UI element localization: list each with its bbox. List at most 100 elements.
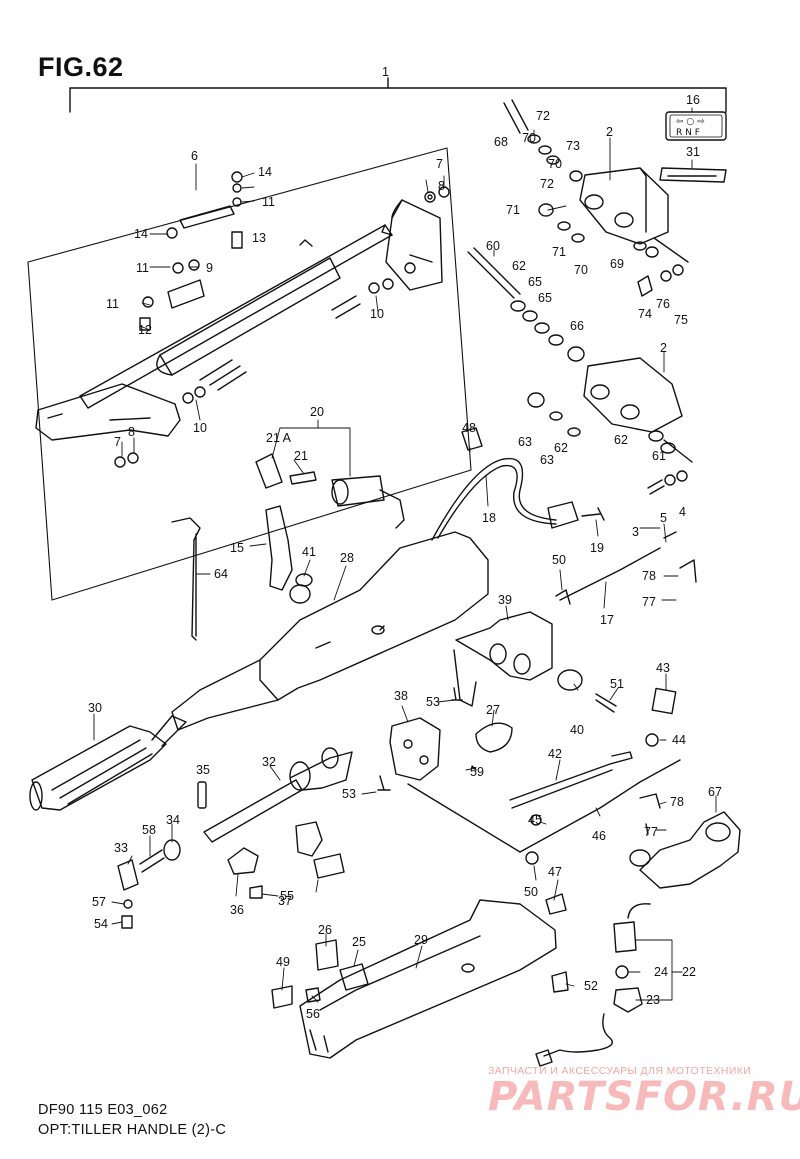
callout-77: 77 [644,825,658,839]
callout-56: 56 [306,1007,320,1021]
callout-77: 77 [642,595,656,609]
ignition-switch [255,453,405,529]
throttle-shaft [117,747,353,929]
lower-handle-bracket [271,899,569,1059]
callout-38: 38 [394,689,408,703]
callout-11: 11 [262,195,275,209]
callout-labels: 1223456778891010111111121314141516171819… [88,65,722,1021]
lower-bracket [467,247,693,495]
callout-70: 70 [574,263,588,277]
callout-57: 57 [92,895,106,909]
callout-7: 7 [436,157,443,171]
callout-7: 7 [114,435,121,449]
callout-70: 70 [522,131,536,145]
throttle-cable [431,427,605,541]
shift-label-letters: R N F [676,128,700,138]
callout-76: 76 [656,297,670,311]
callout-22: 22 [682,965,696,979]
callout-17: 17 [600,613,614,627]
callout-36: 36 [230,903,244,917]
decal-strip [659,167,727,183]
callout-13: 13 [252,231,266,245]
callout-50: 50 [524,885,538,899]
callout-61: 61 [652,449,666,463]
callout-78: 78 [642,569,656,583]
callout-14: 14 [134,227,148,241]
callout-10: 10 [193,421,207,435]
callout-8: 8 [128,425,135,439]
callout-2: 2 [606,125,613,139]
callout-9: 9 [206,261,213,275]
callout-28: 28 [340,551,354,565]
callout-15: 15 [230,541,244,555]
callout-5: 5 [660,511,667,525]
callout-42: 42 [548,747,562,761]
callout-26: 26 [318,923,332,937]
callout-62: 62 [614,433,628,447]
callout-37: 37 [278,894,292,908]
callout-55: 55 [280,889,294,903]
callout-11: 11 [106,297,119,311]
callout-67: 67 [708,785,722,799]
callout-10: 10 [370,307,384,321]
callout-71: 71 [552,245,566,259]
callout-18: 18 [482,511,496,525]
callout-63: 63 [518,435,532,449]
misc-hardware [451,669,677,753]
callout-2: 2 [660,341,667,355]
callout-39: 39 [498,593,512,607]
shift-label-arrows: ⇦ ○ ⇨ [676,117,705,127]
callout-60: 60 [486,239,500,253]
tiller-arm-and-lanyard [535,811,741,1067]
callout-14: 14 [258,165,272,179]
callout-53: 53 [426,695,440,709]
linkage-assembly [35,171,450,468]
upper-bracket [503,99,689,297]
callout-51: 51 [610,677,624,691]
callout-58: 58 [142,823,156,837]
callout-47: 47 [548,865,562,879]
callout-68: 68 [494,135,508,149]
switch-bracket [377,717,477,791]
callout-40: 40 [570,723,584,737]
callout-25: 25 [352,935,366,949]
callout-11: 11 [136,261,149,275]
callout-70: 70 [548,157,562,171]
callout-65: 65 [528,275,542,289]
callout-73: 73 [566,139,580,153]
callout-6: 6 [191,149,198,163]
figure-title: FIG.62 [38,52,124,82]
callout-64: 64 [214,567,228,581]
shift-label-plate [665,111,727,141]
callout-24: 24 [654,965,668,979]
callout-63: 63 [540,453,554,467]
callout-71: 71 [506,203,520,217]
shift-linkage [453,531,697,707]
callout-65: 65 [538,291,552,305]
callout-41: 41 [302,545,316,559]
callout-32: 32 [262,755,276,769]
callout-66: 66 [570,319,584,333]
callout-20: 20 [310,405,324,419]
callout-69: 69 [610,257,624,271]
callout-4: 4 [679,505,686,519]
watermark-brand: PARTSFOR.RU [488,1074,800,1120]
subassembly-frame [27,147,472,601]
callout-72: 72 [540,177,554,191]
callout-48: 48 [462,421,476,435]
leader-lines [93,107,717,1003]
callout-62: 62 [512,259,526,273]
callout-52: 52 [584,979,598,993]
callout-21: 21 [294,449,308,463]
callout-49: 49 [276,955,290,969]
callout-29: 29 [414,933,428,947]
callout-23: 23 [646,993,660,1007]
callout-21a: 21 A [266,431,292,445]
watermark-tagline: ЗАПЧАСТИ И АКСЕССУАРЫ ДЛЯ МОТОТЕХНИКИ [488,1065,752,1077]
callout-3: 3 [632,525,639,539]
callout-54: 54 [94,917,108,931]
callout-19: 19 [590,541,604,555]
callout-16: 16 [686,93,700,107]
callout-31: 31 [686,145,700,159]
